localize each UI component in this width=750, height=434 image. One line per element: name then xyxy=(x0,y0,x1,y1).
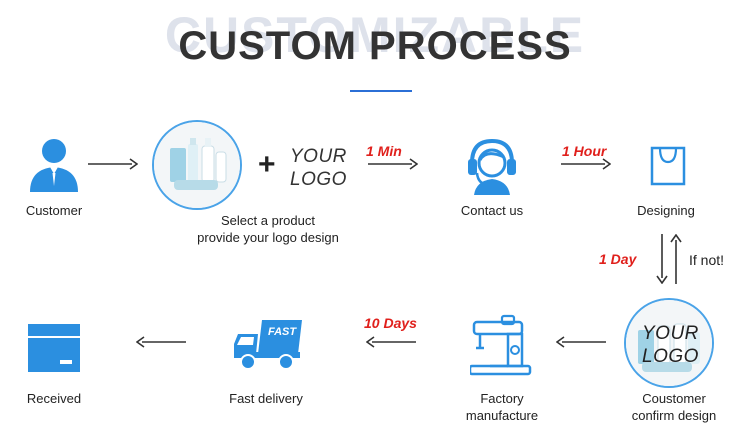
sewing-machine-icon xyxy=(470,314,532,376)
background-word: CUSTOMIZABLE xyxy=(164,7,586,63)
arrow-up-icon xyxy=(670,234,682,284)
title-underline xyxy=(350,90,412,92)
duration-confirm: 1 Day xyxy=(599,251,637,267)
confirm-line1: Coustomer xyxy=(642,391,706,406)
select-product-label: Select a product provide your logo desig… xyxy=(178,212,358,246)
select-product-line1: Select a product xyxy=(221,213,315,228)
product-image-circle xyxy=(152,120,242,210)
arrow-right-icon xyxy=(561,158,611,170)
page-title: CUSTOM PROCESS xyxy=(178,24,572,68)
customer-label: Customer xyxy=(25,203,83,218)
truck-fast-badge: FAST xyxy=(268,326,297,338)
if-not-label: If not! xyxy=(689,252,725,268)
headset-support-icon xyxy=(464,135,520,195)
confirm-logo-line1: YOUR xyxy=(642,323,699,344)
your-logo-line1: YOUR xyxy=(290,146,347,167)
package-box-icon xyxy=(26,322,82,372)
confirm-logo-line2: LOGO xyxy=(642,346,699,367)
confirm-design-circle: YOUR LOGO xyxy=(624,298,714,388)
duration-designing: 1 Hour xyxy=(562,143,607,159)
received-label: Received xyxy=(26,391,82,406)
duration-contact: 1 Min xyxy=(366,143,402,159)
customer-icon xyxy=(26,136,82,194)
shopping-bag-design-icon xyxy=(648,142,688,186)
select-product-line2: provide your logo design xyxy=(197,230,339,245)
confirm-line2: confirm design xyxy=(631,408,717,423)
duration-factory: 10 Days xyxy=(364,315,417,331)
contact-us-label: Contact us xyxy=(460,203,524,218)
factory-label: Factory manufacture xyxy=(452,390,552,424)
arrow-right-icon xyxy=(368,158,418,170)
arrow-left-icon xyxy=(136,336,186,348)
factory-line2: manufacture xyxy=(465,408,539,423)
arrow-left-icon xyxy=(556,336,606,348)
your-logo-text: YOUR LOGO xyxy=(290,145,347,191)
arrow-down-icon xyxy=(656,234,668,284)
your-logo-line2: LOGO xyxy=(290,169,347,190)
confirm-logo-text: YOUR LOGO xyxy=(642,322,699,368)
confirm-design-label: Coustomer confirm design xyxy=(614,390,734,424)
fast-delivery-label: Fast delivery xyxy=(229,391,303,406)
product-bottles-icon xyxy=(154,122,240,208)
delivery-truck-icon: FAST xyxy=(232,318,304,372)
arrow-left-icon xyxy=(366,336,416,348)
arrow-right-icon xyxy=(88,158,138,170)
designing-label: Designing xyxy=(637,203,695,218)
factory-line1: Factory xyxy=(480,391,524,406)
product-bottles-icon xyxy=(626,300,712,386)
plus-sign: + xyxy=(258,148,276,181)
